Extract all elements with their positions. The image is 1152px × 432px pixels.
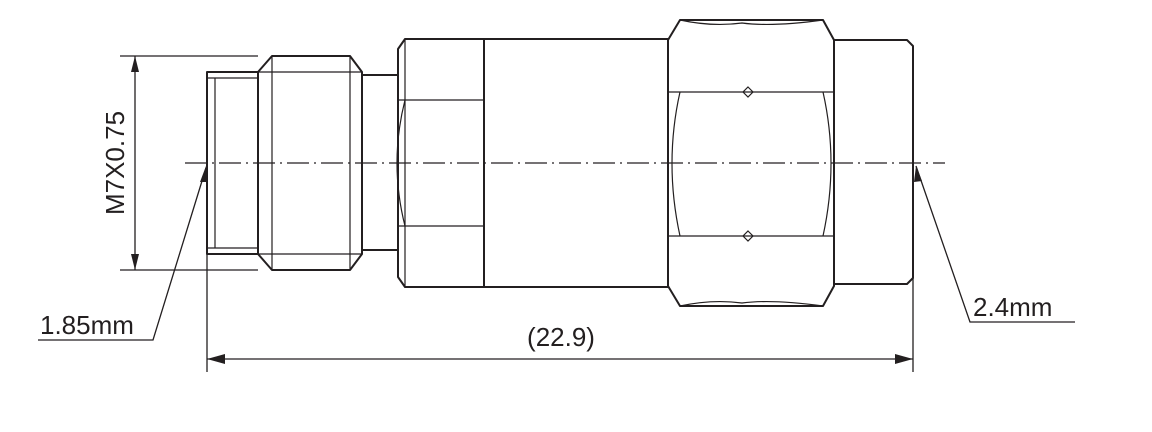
thread-dimension: [120, 55, 258, 271]
left-connector-label: 1.85mm: [40, 310, 134, 340]
left-leader: [38, 166, 208, 341]
right-shell: [833, 39, 914, 285]
overall-length-label: (22.9): [527, 322, 595, 352]
right-hex-nut: [667, 19, 835, 307]
left-pin-section: [206, 71, 259, 255]
thread-label: M7X0.75: [100, 111, 130, 215]
right-connector-label: 2.4mm: [973, 292, 1052, 322]
right-leader: [914, 165, 1075, 323]
thread-section: [257, 55, 363, 271]
length-dimension: [206, 254, 914, 372]
